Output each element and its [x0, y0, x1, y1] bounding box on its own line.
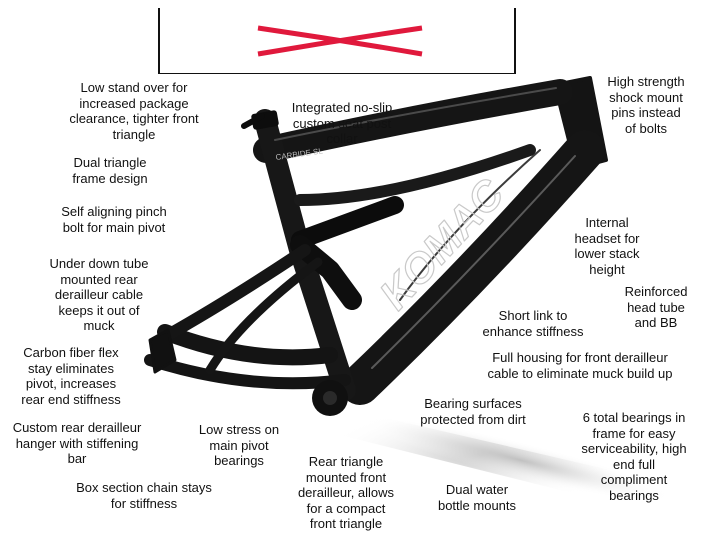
- callout-dual-triangle: Dual triangle frame design: [72, 155, 148, 186]
- callout-head-tube-bb: Reinforced head tube and BB: [624, 284, 688, 330]
- crossed-lines-logo-icon: [257, 25, 423, 57]
- callout-bottle-mounts: Dual water bottle mounts: [437, 482, 517, 513]
- callout-internal-headset: Internal headset for lower stack height: [574, 215, 640, 277]
- chain-stay: [157, 324, 338, 366]
- top-tube: [253, 79, 573, 163]
- callout-bearing-surfaces: Bearing surfaces protected from dirt: [420, 396, 526, 427]
- callout-down-tube-cable: Under down tube mounted rear derailleur …: [49, 256, 149, 333]
- rocker-link: [290, 235, 362, 310]
- callout-rear-triangle: Rear triangle mounted front derailleur, …: [297, 454, 395, 531]
- callout-full-housing: Full housing for front derailleur cable …: [487, 350, 673, 381]
- callout-carbon-stay: Carbon fiber flex stay eliminates pivot,…: [21, 345, 121, 407]
- callout-box-section: Box section chain stays for stiffness: [76, 480, 212, 511]
- callout-seat-collar: Integrated no-slip custom seat post coll…: [291, 100, 393, 146]
- frame-body: KOMAC CARBIDE SL: [144, 76, 608, 416]
- frame-shadow: [320, 405, 676, 505]
- callout-low-stress: Low stress on main pivot bearings: [198, 422, 280, 468]
- callout-shock-pins: High strength shock mount pins instead o…: [607, 74, 685, 136]
- down-tube: [340, 130, 605, 405]
- brace-tube: [294, 144, 536, 206]
- rear-shock: [291, 196, 404, 249]
- callout-pinch-bolt: Self aligning pinch bolt for main pivot: [61, 204, 167, 235]
- seat-stay: [162, 244, 311, 341]
- callout-low-stand-over: Low stand over for increased package cle…: [69, 80, 199, 142]
- logo-banner: [158, 8, 516, 74]
- callout-short-link: Short link to enhance stiffness: [482, 308, 584, 339]
- callout-hanger: Custom rear derailleur hanger with stiff…: [12, 420, 142, 466]
- dropout: [148, 328, 177, 374]
- callout-total-bearings: 6 total bearings in frame for easy servi…: [581, 410, 687, 503]
